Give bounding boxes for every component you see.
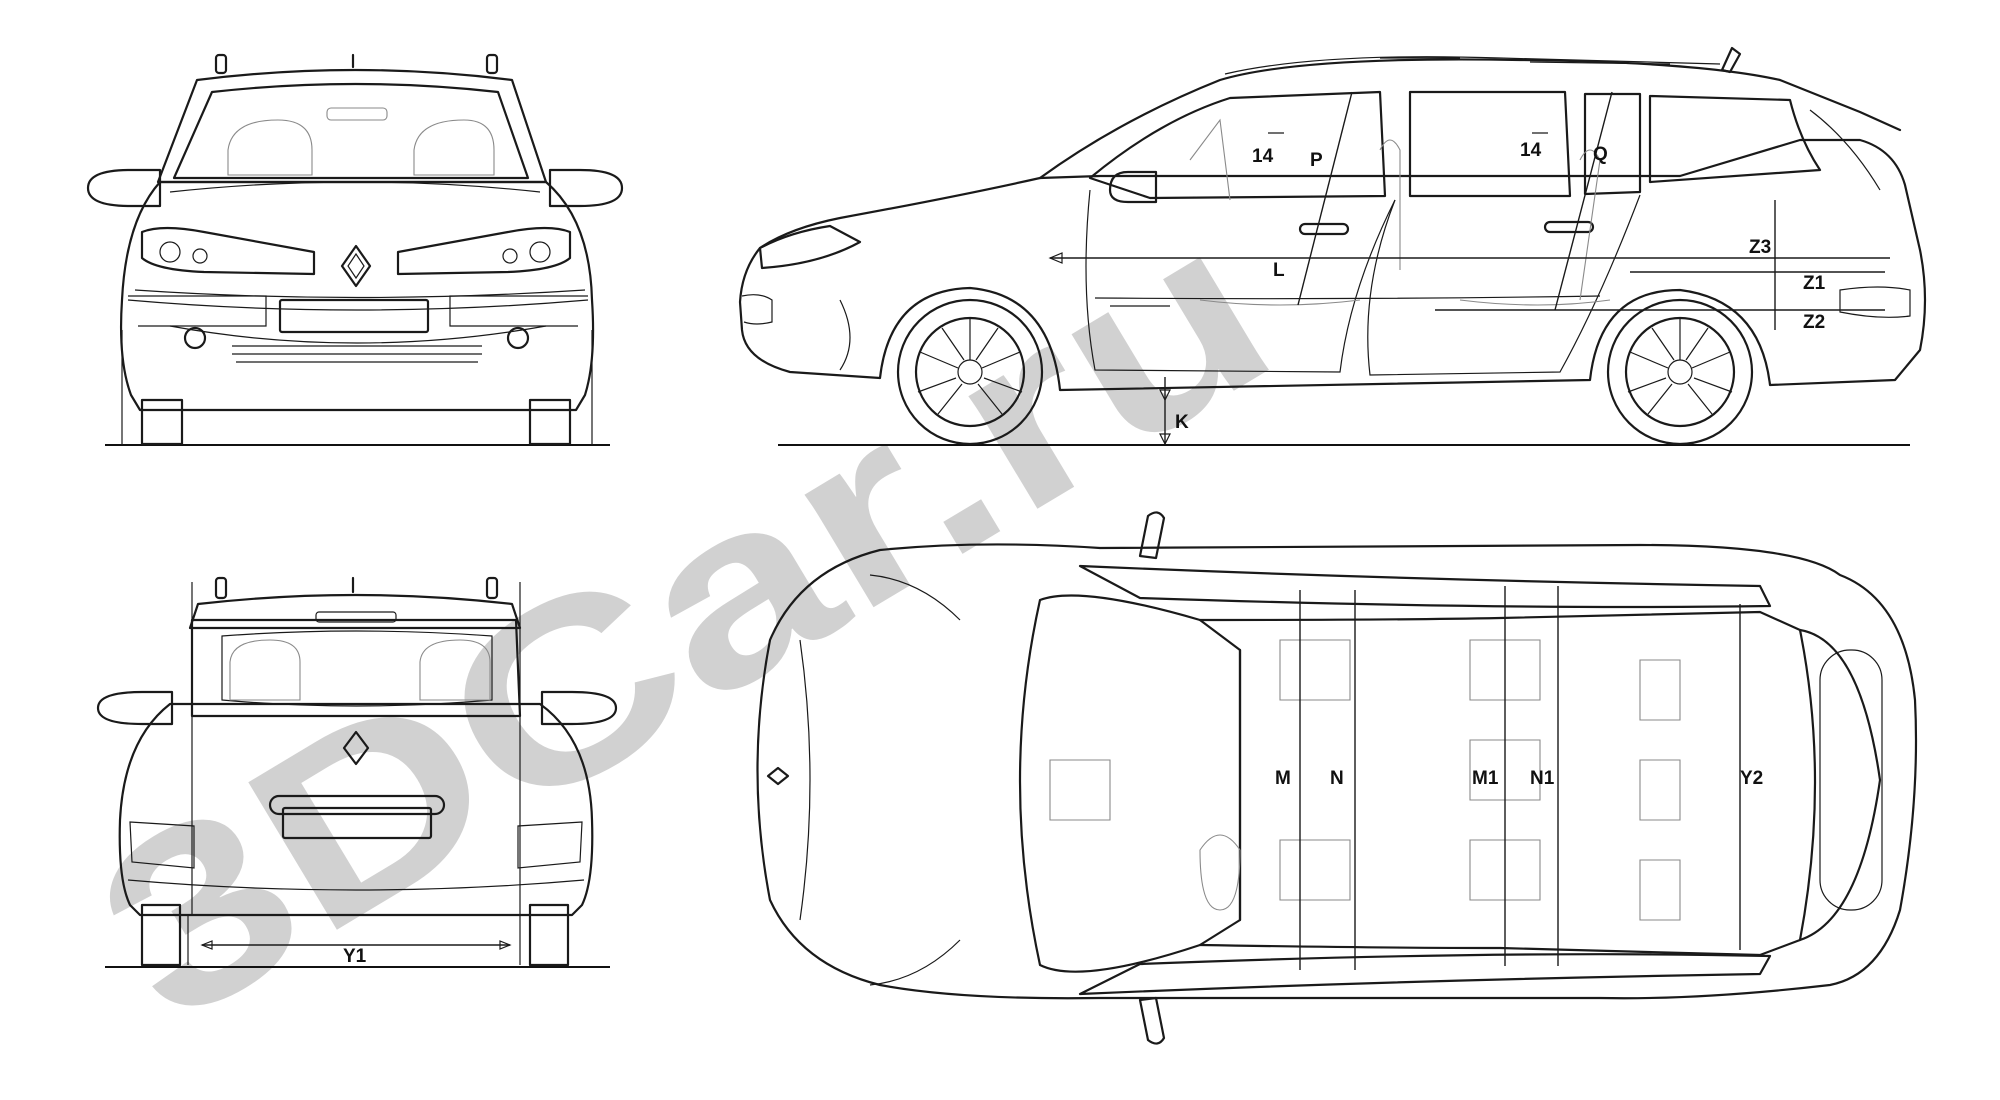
label-y2: Y2 bbox=[1740, 768, 1763, 789]
label-n: N bbox=[1330, 768, 1344, 789]
label-14-front: 14 bbox=[1252, 146, 1274, 167]
label-m1: M1 bbox=[1472, 768, 1499, 789]
rear-wheel bbox=[1606, 298, 1754, 446]
front-wheel bbox=[896, 298, 1044, 446]
label-14-rear: 14 bbox=[1520, 140, 1542, 161]
label-p: P bbox=[1310, 150, 1323, 171]
label-k: K bbox=[1175, 412, 1189, 433]
front-view bbox=[86, 53, 624, 446]
label-z1: Z1 bbox=[1803, 273, 1826, 294]
label-y1: Y1 bbox=[343, 946, 367, 967]
side-view bbox=[738, 46, 1927, 446]
rear-view bbox=[96, 576, 618, 968]
top-view bbox=[756, 511, 1918, 1045]
label-q: Q bbox=[1593, 144, 1608, 165]
label-m: M bbox=[1275, 768, 1291, 789]
label-z2: Z2 bbox=[1803, 312, 1825, 333]
label-n1: N1 bbox=[1530, 768, 1555, 789]
label-l: L bbox=[1273, 260, 1285, 281]
dimension-labels: K L P Q Z3 Z1 Z2 14 14 M N M1 N1 Y2 Y1 bbox=[343, 140, 1826, 967]
label-z3: Z3 bbox=[1749, 237, 1771, 258]
